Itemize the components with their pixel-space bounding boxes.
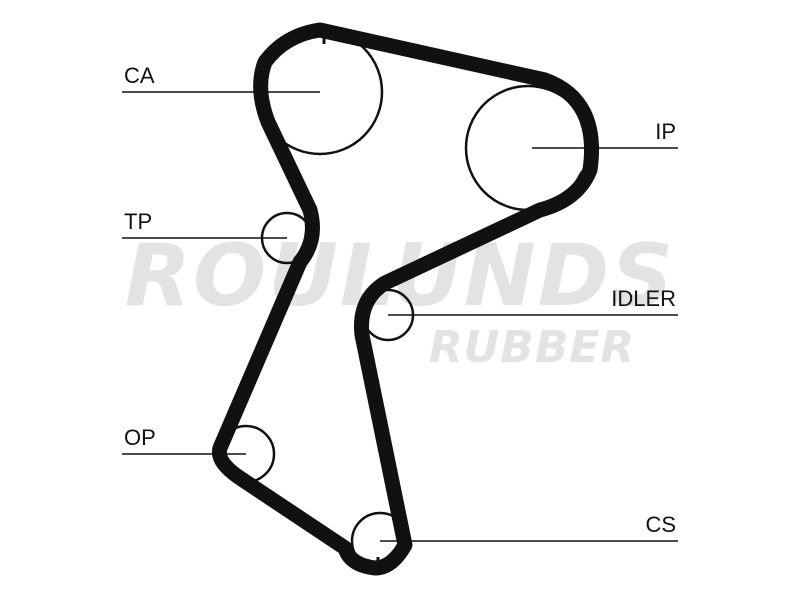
- watermark-logo: ROULUNDS RUBBER: [125, 226, 673, 373]
- label-tp: TP: [124, 209, 152, 234]
- timing-belt: [211, 22, 599, 576]
- label-op: OP: [124, 425, 156, 450]
- label-cs: CS: [645, 512, 676, 537]
- watermark-line-2: RUBBER: [429, 322, 636, 373]
- label-ip: IP: [655, 119, 676, 144]
- leader-lines: [122, 91, 678, 542]
- label-idler: IDLER: [611, 286, 676, 311]
- label-ca: CA: [124, 63, 155, 88]
- pulley-ip-timing-mark: [570, 171, 584, 191]
